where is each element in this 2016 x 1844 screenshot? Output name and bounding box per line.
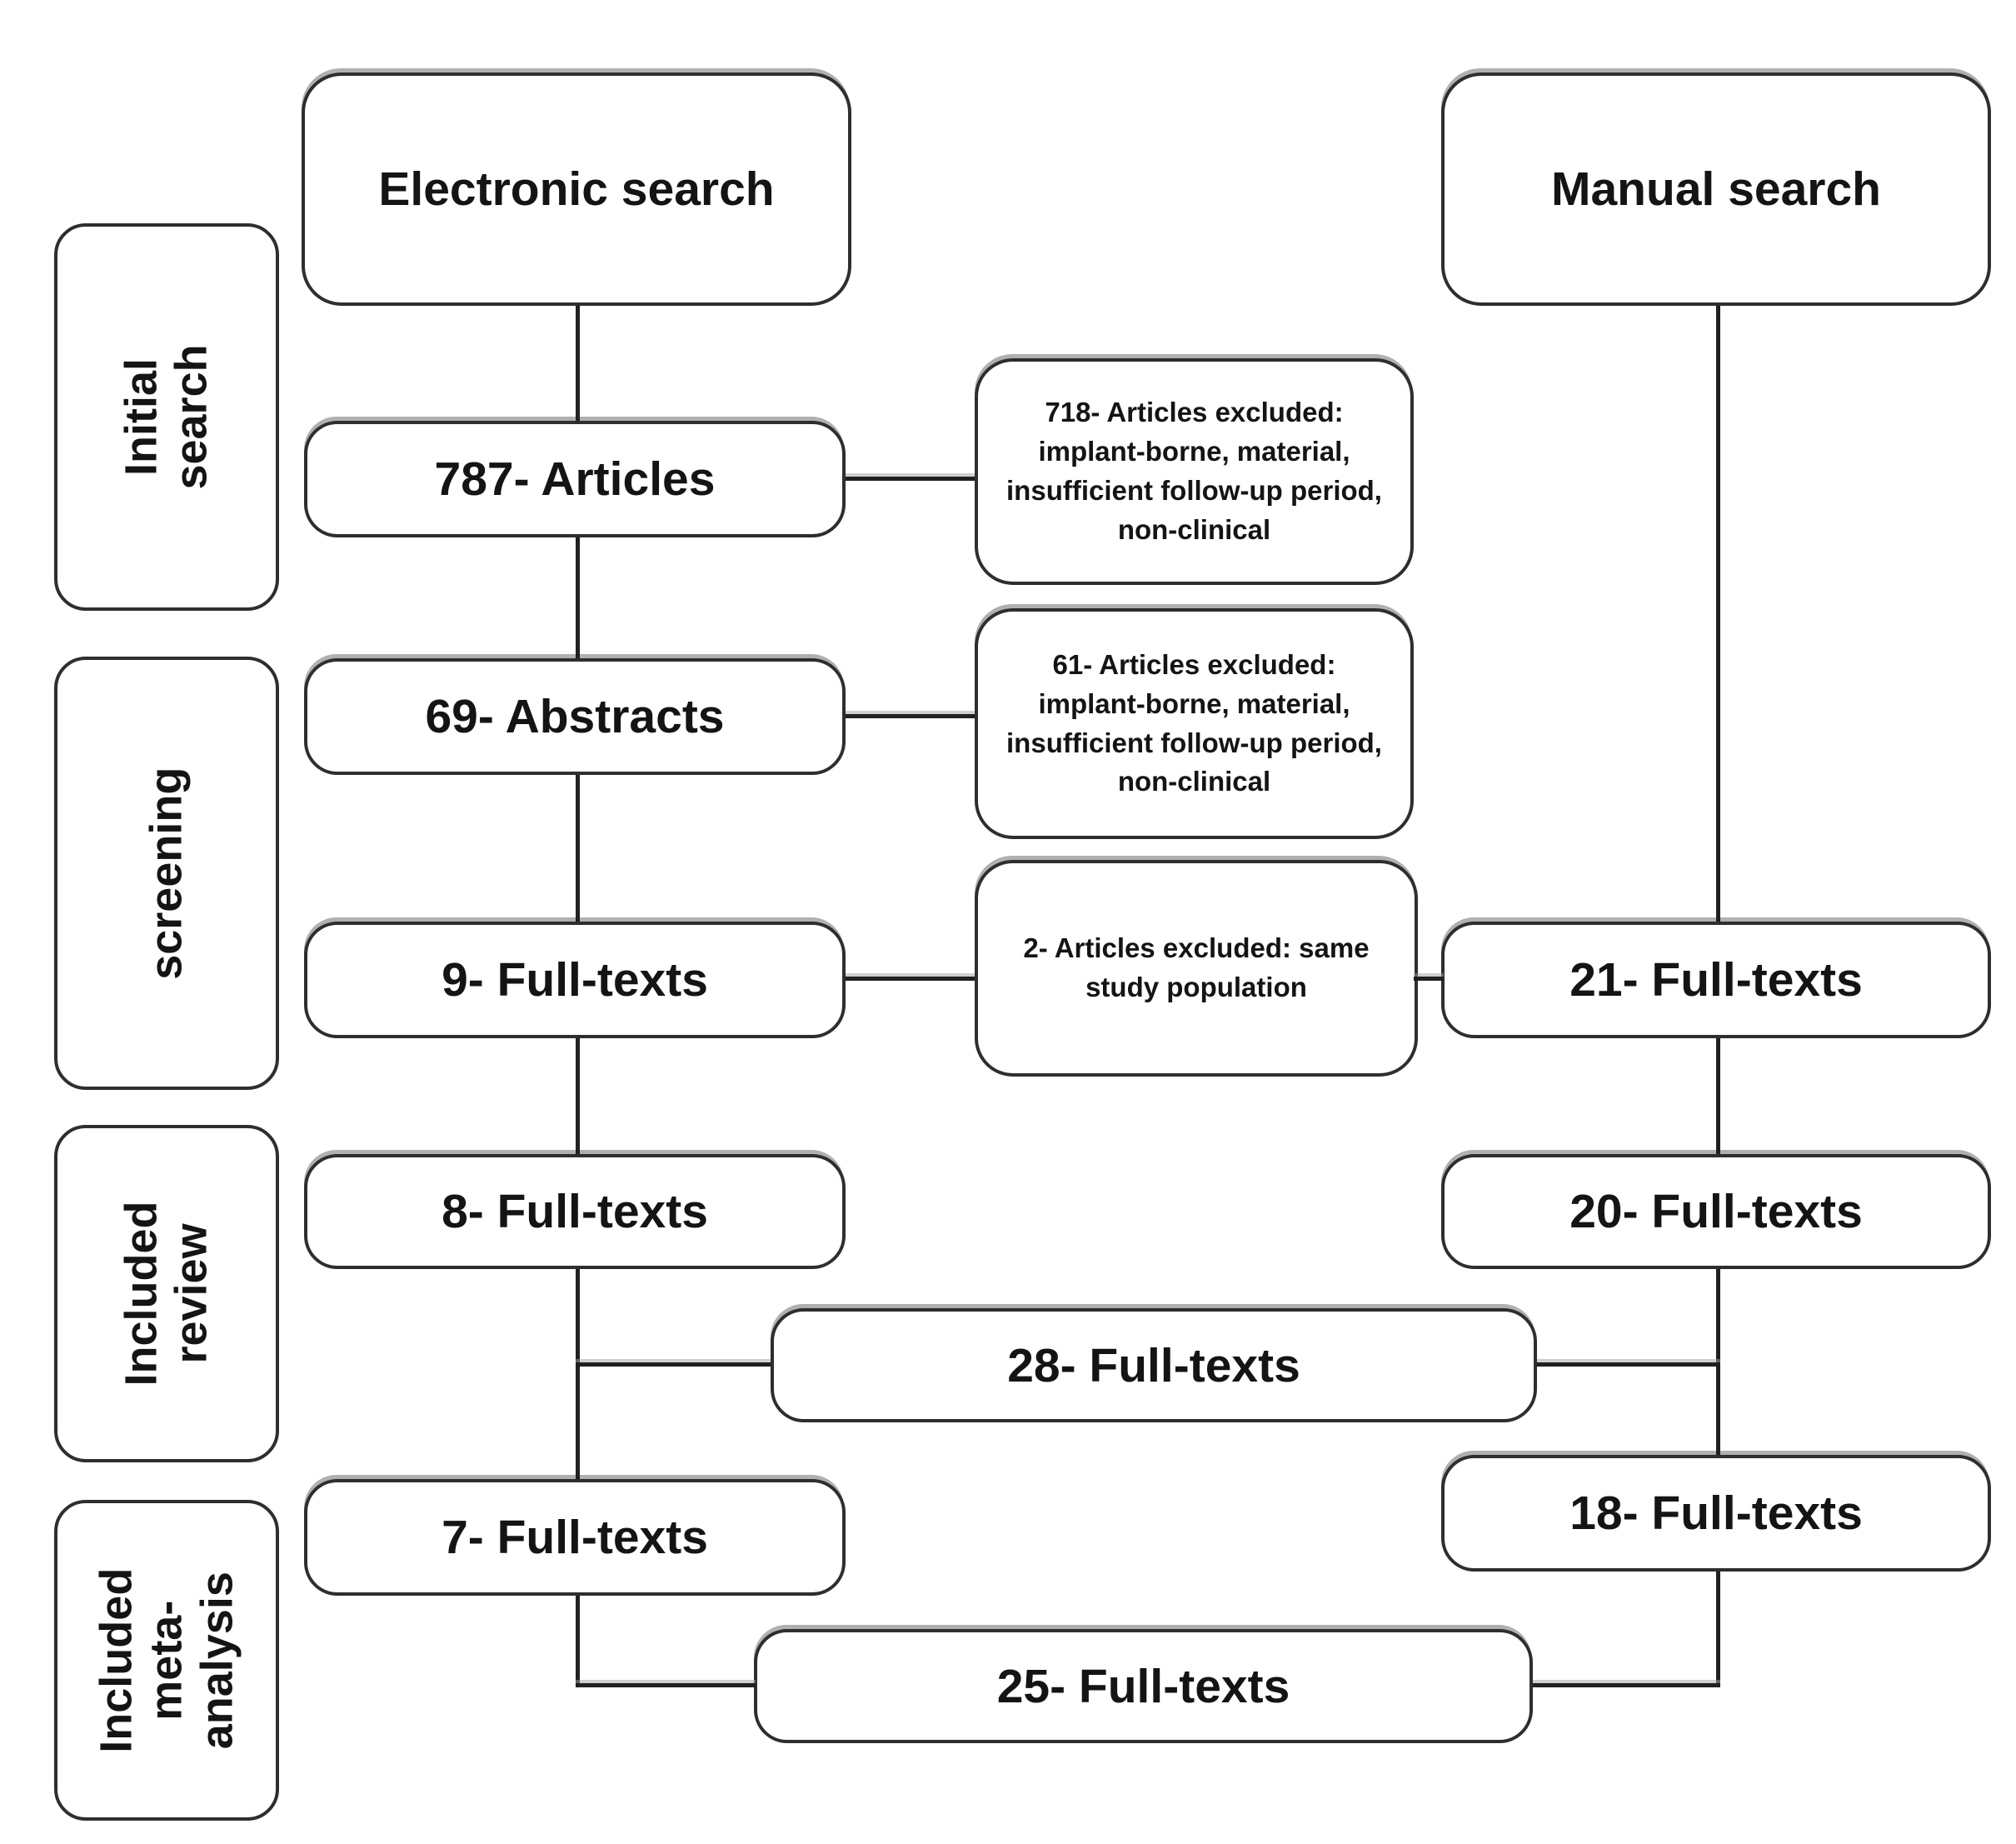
connector-8-to-7 [576,1269,580,1479]
stage-initial-search: Initial search [54,223,279,611]
28-fulltexts-label: 28- Full-texts [1007,1338,1300,1392]
node-28-fulltexts: 28- Full-texts [771,1308,1537,1422]
61-excluded-label: 61- Articles excluded: implant-borne, ma… [1006,648,1382,797]
node-25-fulltexts: 25- Full-texts [754,1629,1533,1743]
node-2-excluded: 2- Articles excluded: same study populat… [975,860,1418,1077]
stage-screening-label: screening [141,767,192,980]
node-21-fulltexts: 21- Full-texts [1441,922,1991,1038]
connector-left-spine-to-28 [576,1362,771,1367]
connector-left-spine-to-25 [576,1683,756,1687]
20-fulltexts-label: 20- Full-texts [1569,1185,1863,1238]
18-fulltexts-label: 18- Full-texts [1569,1487,1863,1540]
node-9-fulltexts: 9- Full-texts [304,922,846,1038]
connector-electronic-to-787 [576,306,580,421]
stage-included-review-label: Included review [116,1201,217,1387]
node-electronic-search: Electronic search [302,72,851,306]
69-abstracts-label: 69- Abstracts [425,690,725,743]
connector-21-to-20 [1716,1038,1720,1154]
9-fulltexts-label: 9- Full-texts [442,953,708,1007]
connector-28-to-right-spine [1537,1362,1720,1367]
stage-initial-search-label: Initial search [116,344,217,490]
stage-included-meta-analysis: Included meta- analysis [54,1500,279,1821]
connector-9-to-8 [576,1038,580,1154]
25-fulltexts-label: 25- Full-texts [996,1659,1290,1713]
connector-18-down [1716,1572,1720,1687]
stage-screening: screening [54,657,279,1090]
7-fulltexts-label: 7- Full-texts [442,1511,708,1564]
connector-2-excluded-to-21 [1414,977,1444,981]
stage-included-meta-analysis-label: Included meta- analysis [91,1567,242,1753]
node-61-excluded: 61- Articles excluded: implant-borne, ma… [975,608,1414,839]
connector-787-to-69 [576,537,580,658]
stage-included-review: Included review [54,1125,279,1462]
787-articles-label: 787- Articles [434,452,716,506]
connector-25-to-right-spine [1533,1683,1720,1687]
node-718-excluded: 718- Articles excluded: implant-borne, m… [975,358,1414,585]
718-excluded-label: 718- Articles excluded: implant-borne, m… [1006,397,1382,545]
connector-20-to-18 [1716,1269,1720,1455]
node-20-fulltexts: 20- Full-texts [1441,1154,1991,1269]
2-excluded-label: 2- Articles excluded: same study populat… [1023,932,1370,1002]
manual-search-label: Manual search [1551,162,1881,216]
8-fulltexts-label: 8- Full-texts [442,1185,708,1238]
node-8-fulltexts: 8- Full-texts [304,1154,846,1269]
21-fulltexts-label: 21- Full-texts [1569,953,1863,1007]
connector-manual-to-21 [1716,306,1720,922]
connector-69-to-61-excluded [846,714,975,718]
electronic-search-label: Electronic search [378,162,775,216]
connector-7-down [576,1596,580,1687]
node-7-fulltexts: 7- Full-texts [304,1479,846,1596]
connector-69-to-9 [576,775,580,922]
node-69-abstracts: 69- Abstracts [304,658,846,775]
node-manual-search: Manual search [1441,72,1991,306]
node-18-fulltexts: 18- Full-texts [1441,1455,1991,1572]
node-787-articles: 787- Articles [304,421,846,537]
connector-787-to-718-excluded [846,477,975,481]
connector-9-to-2-excluded [846,977,975,981]
